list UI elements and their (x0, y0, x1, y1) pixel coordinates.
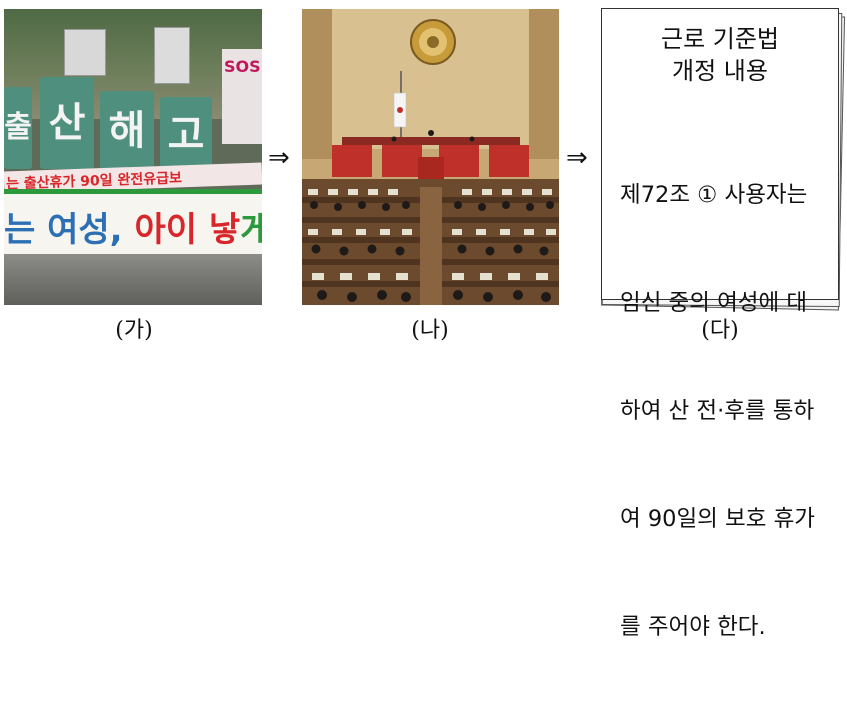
body-line: 임신 중의 여성에 대 (620, 290, 808, 316)
assembly-hall-photo (302, 9, 559, 305)
body-line: 하여 산 전·후를 통하 (620, 398, 815, 424)
title-line: 개정 내용 (672, 57, 768, 85)
protest-sign: 출 (4, 87, 32, 169)
body-line: 를 주어야 한다. (620, 614, 766, 640)
caption-na: (나) (411, 318, 449, 343)
title-line: 근로 기준법 (660, 25, 780, 53)
newspaper-body: 제72조 ① 사용자는 임신 중의 여성에 대 하여 산 전·후를 통하 여 9… (620, 105, 835, 702)
body-line: 여 90일의 보호 휴가 (620, 506, 815, 532)
assembly-hall-drawing (302, 9, 559, 305)
body-line: 제72조 ① 사용자는 (620, 182, 808, 208)
protest-sign: 고 (160, 97, 212, 173)
placard (64, 29, 106, 76)
protest-sign: 해 (100, 91, 154, 171)
caption-da: (다) (701, 318, 739, 343)
newspaper-clipping: 근로 기준법 개정 내용 제72조 ① 사용자는 임신 중의 여성에 대 하여 … (601, 8, 839, 640)
protest-sign: 산 (40, 77, 94, 169)
sos-sign: SOS (224, 57, 261, 76)
caption-ga: (가) (115, 318, 153, 343)
street (4, 254, 262, 305)
placard (154, 27, 190, 84)
arrow-right-icon: ⇒ (566, 143, 588, 173)
protest-photo: SOS 출 산 해 고 는 출산휴가 90일 완전유급보 는 여성, 아이 낳게 (4, 9, 262, 305)
placard: SOS (222, 49, 262, 144)
arrow-right-icon: ⇒ (268, 143, 290, 173)
newspaper-title: 근로 기준법 개정 내용 (602, 23, 838, 87)
national-emblem-icon (410, 19, 456, 65)
protest-banner-lower: 는 여성, 아이 낳게 (4, 189, 262, 254)
